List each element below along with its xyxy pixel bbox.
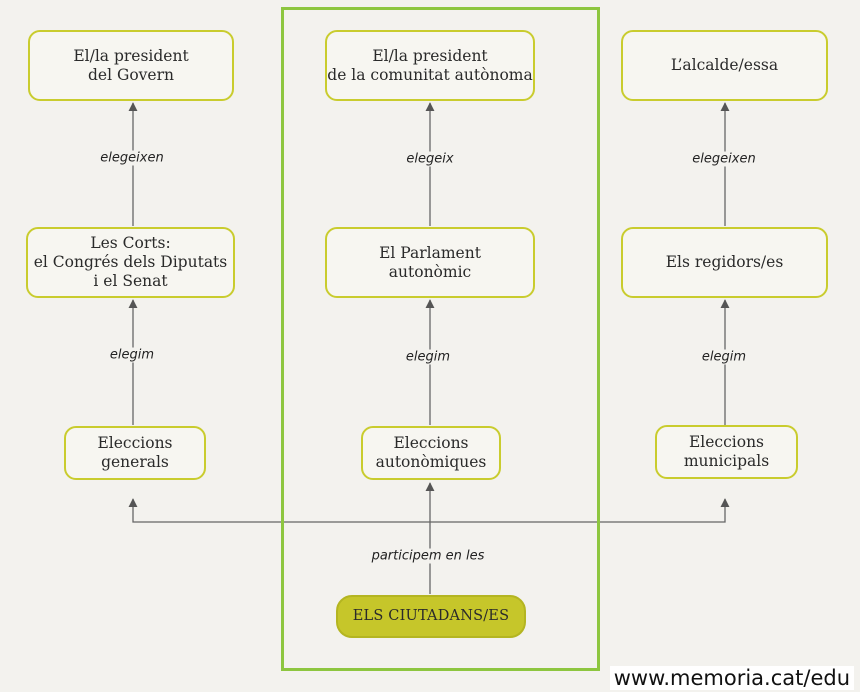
arrow-participem-right (430, 498, 730, 523)
arrow-participem-left (128, 498, 430, 523)
node-ciutadans: ELS CIUTADANS/ES (336, 595, 526, 638)
label-elegeixen-right: elegeixen (689, 151, 759, 167)
label-elegim-right: elegim (698, 349, 750, 365)
node-eleccions-municipals: Eleccions municipals (655, 425, 798, 479)
label-elegeixen-left: elegeixen (97, 150, 167, 166)
node-president-govern: El/la president del Govern (28, 30, 234, 101)
highlight-frame-autonomous (281, 7, 600, 671)
label-elegim-center: elegim (402, 349, 454, 365)
label-participem: participem en les (368, 548, 488, 564)
node-alcalde: L’alcalde/essa (621, 30, 828, 101)
label-elegim-left: elegim (106, 347, 158, 363)
label-elegeix-center: elegeix (403, 151, 457, 167)
node-president-comunitat: El/la president de la comunitat autònoma (325, 30, 535, 101)
node-regidors: Els regidors/es (621, 227, 828, 298)
node-corts: Les Corts: el Congrés dels Diputats i el… (26, 227, 235, 298)
node-eleccions-autonomiques: Eleccions autonòmiques (361, 426, 501, 480)
node-eleccions-generals: Eleccions generals (64, 426, 206, 480)
node-parlament: El Parlament autonòmic (325, 227, 535, 298)
footer-url: www.memoria.cat/edu (609, 666, 854, 690)
